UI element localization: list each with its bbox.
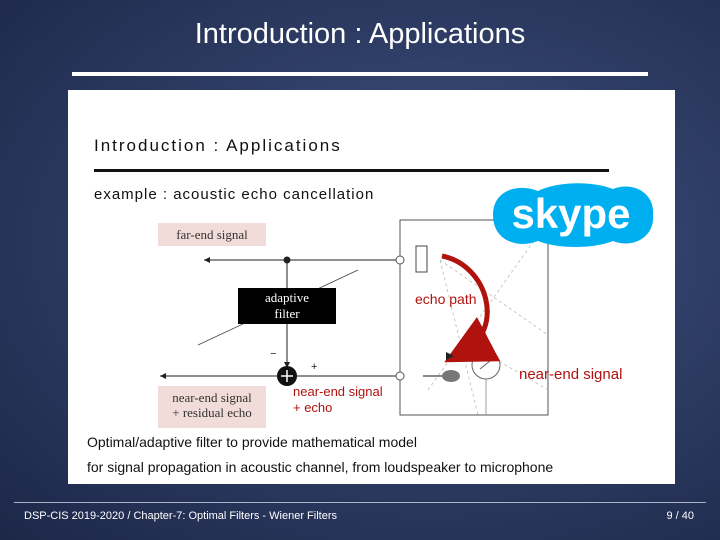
skype-logo-text: skype — [511, 190, 630, 237]
near-end-talker-icon — [471, 350, 501, 380]
loudspeaker-icon — [415, 245, 428, 273]
residual-label-line1: near-end signal — [172, 390, 252, 405]
near-end-talker-mouth — [479, 360, 491, 370]
page-number: 9 / 40 — [666, 510, 694, 522]
filter-output-arrowhead — [284, 362, 290, 368]
slide-title: Introduction : Applications — [194, 18, 526, 50]
caption-line-1: Optimal/adaptive filter to provide mathe… — [87, 434, 417, 450]
microphone-icon — [442, 370, 460, 382]
summer-plus-sign: + — [311, 361, 318, 373]
far-end-arrowhead — [204, 257, 210, 263]
microphone-node — [395, 371, 405, 381]
echo-incoming-arrowhead — [446, 352, 454, 360]
footer-divider — [14, 502, 706, 503]
skype-logo: skype — [493, 183, 654, 247]
far-end-signal-label: far-end signal — [158, 223, 266, 246]
adaptive-filter-block: adaptive filter — [238, 288, 336, 324]
title-divider — [72, 72, 648, 76]
figure-title-rule — [94, 169, 609, 172]
summer-minus-sign: − — [270, 348, 277, 360]
echo-cancellation-diagram — [160, 219, 549, 416]
near-end-echo-line1: near-end signal — [293, 384, 383, 399]
near-end-plus-echo-label: near-end signal + echo — [293, 384, 383, 416]
figure-panel: Introduction : Applications example : ac… — [68, 90, 675, 484]
residual-output-label: near-end signal + residual echo — [158, 386, 266, 428]
room-outline — [399, 219, 549, 416]
figure-title: Introduction : Applications — [94, 136, 342, 155]
figure-example-label: example : acoustic echo cancellation — [94, 186, 375, 203]
adaptive-filter-label-2: filter — [274, 306, 300, 321]
echo-path-label: echo path — [415, 291, 477, 307]
adaptive-filter-label: adaptive — [264, 290, 310, 305]
near-end-echo-line2: + echo — [293, 400, 333, 415]
residual-output-arrowhead — [160, 373, 166, 379]
loudspeaker-node — [395, 255, 405, 265]
residual-label-line2: + residual echo — [172, 405, 252, 420]
caption-line-2: for signal propagation in acoustic chann… — [87, 459, 554, 475]
echo-path-arrow — [441, 253, 501, 363]
near-end-signal-label: near-end signal — [519, 366, 623, 383]
footer-course-label: DSP-CIS 2019-2020 / Chapter-7: Optimal F… — [24, 510, 337, 522]
